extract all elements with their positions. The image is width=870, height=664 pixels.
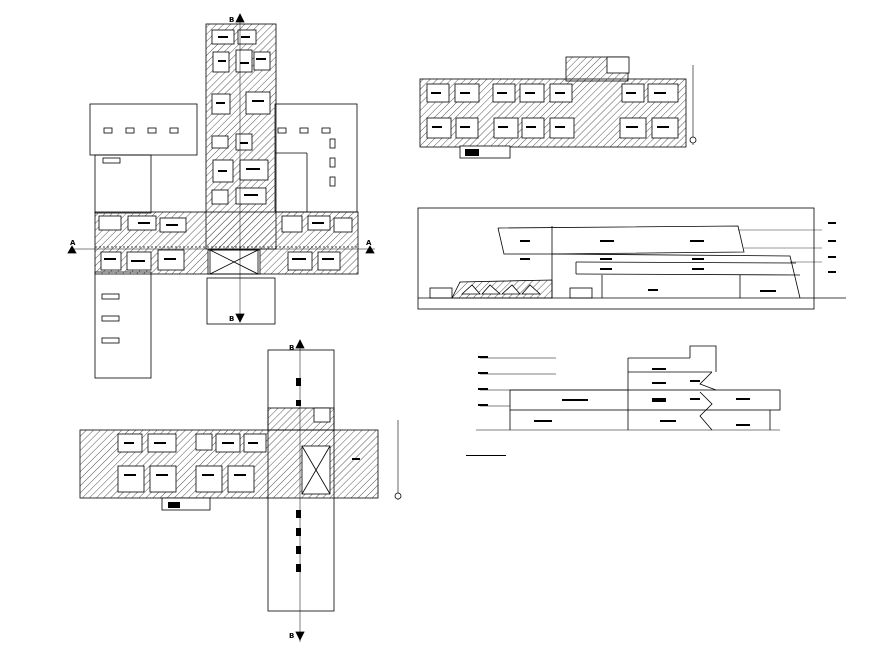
building-elevation	[417, 207, 846, 310]
annex-south-block	[206, 277, 276, 325]
floor-plan-2	[419, 56, 697, 159]
section-marker-b2-bottom: B	[289, 632, 294, 640]
annex-block-right	[274, 103, 358, 213]
annex-block-left	[89, 103, 198, 156]
floor-plan-1	[67, 13, 375, 379]
section-marker-a-right: A	[366, 239, 372, 247]
section-marker-b-bottom: B	[229, 315, 234, 323]
floor-plan-3	[79, 339, 402, 642]
building-section	[466, 345, 781, 456]
section-marker-b2-top: B	[289, 344, 294, 352]
annex-wing-south-left	[94, 271, 152, 379]
section-marker-b-top: B	[229, 16, 234, 24]
stair-void	[209, 249, 259, 275]
section-marker-a-left: A	[70, 239, 76, 247]
annex-wing-north-left	[94, 154, 152, 214]
window-row-top	[101, 127, 336, 344]
